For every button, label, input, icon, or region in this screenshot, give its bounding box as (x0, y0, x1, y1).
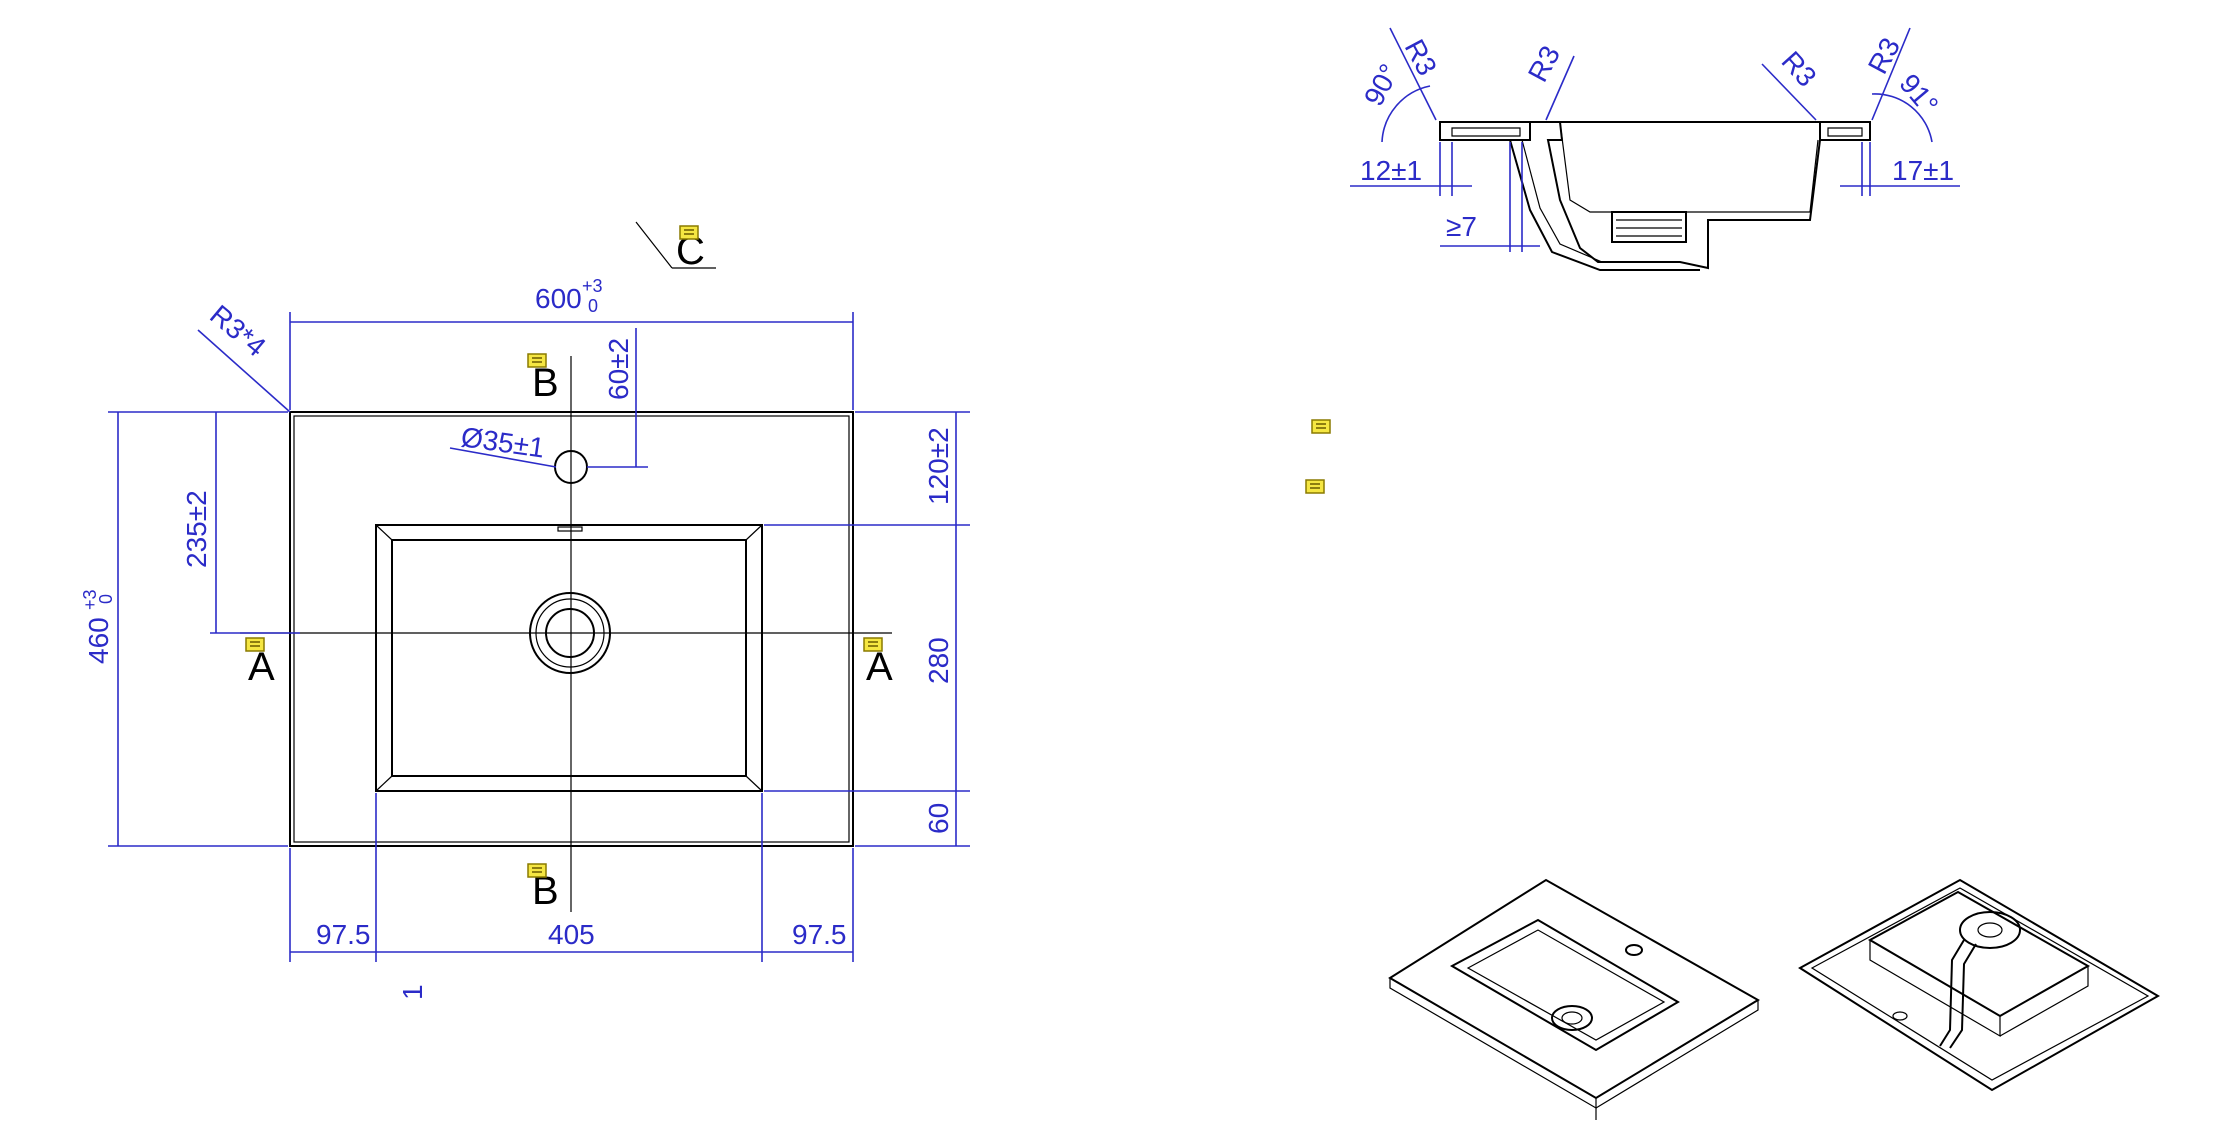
svg-text:+3: +3 (80, 589, 100, 610)
isometric-bottom-view (1798, 878, 2161, 1092)
thickness-left-label: 12±1 (1360, 155, 1422, 186)
bowl-depth-dimension: 280 (923, 637, 954, 684)
top-margin-dimension: 120±2 (923, 427, 954, 505)
right-margin-dimension: 97.5 (792, 919, 847, 950)
note-icon[interactable] (245, 637, 265, 652)
section-view: R3 90° R3 R3 R3 91° 12±1 17±1 ≥7 (1350, 27, 1960, 271)
min-wall-label: ≥7 (1446, 211, 1477, 242)
note-icon[interactable] (863, 637, 883, 652)
note-icon[interactable] (527, 863, 547, 878)
width-dimension: 600 (535, 283, 582, 314)
note-icon[interactable] (1311, 419, 1331, 434)
note-icon[interactable] (527, 353, 547, 368)
note-icon[interactable] (1305, 479, 1325, 494)
svg-text:+3: +3 (582, 276, 603, 296)
drain-section (1611, 211, 1687, 243)
left-margin-dimension: 97.5 (316, 919, 371, 950)
radius-left-outer: R3 (1399, 34, 1443, 80)
radius-left-inner: R3 (1522, 41, 1566, 87)
tap-offset-dimension: 60±2 (603, 338, 634, 400)
section-a-left: A (248, 645, 275, 689)
bowl-inner (391, 539, 747, 777)
isometric-top-view (1388, 878, 1760, 1120)
section-b-top: B (532, 361, 559, 405)
corner-radius-label: R3*4 (204, 299, 272, 363)
thickness-right-label: 17±1 (1892, 155, 1954, 186)
bowl-outer (375, 524, 763, 792)
page-marker: 1 (397, 984, 428, 1000)
svg-text:0: 0 (96, 594, 116, 604)
tap-diameter-label: Ø35±1 (459, 421, 546, 463)
radius-right-outer: R3 (1862, 33, 1906, 79)
bottom-margin-dimension: 60 (923, 803, 954, 834)
section-c-marker: C (635, 221, 716, 273)
height-dimension: 460 (83, 617, 114, 664)
iso-drain (1551, 1005, 1593, 1031)
iso-overflow-pipe (1939, 939, 1977, 1049)
iso-tap-hole (1625, 944, 1643, 956)
svg-text:0: 0 (588, 296, 598, 316)
section-a-right: A (866, 645, 893, 689)
bowl-section-profile (1530, 121, 1821, 270)
drain-offset-dimension: 235±2 (181, 490, 212, 568)
plan-view: 600 +3 0 R3*4 460 +3 0 235±2 60±2 Ø35±1 … (80, 221, 970, 1000)
bowl-width-dimension: 405 (548, 919, 595, 950)
angle-right-label: 91° (1893, 68, 1944, 120)
note-icon[interactable] (679, 225, 699, 240)
iso-bottom-drain (1959, 911, 2021, 949)
